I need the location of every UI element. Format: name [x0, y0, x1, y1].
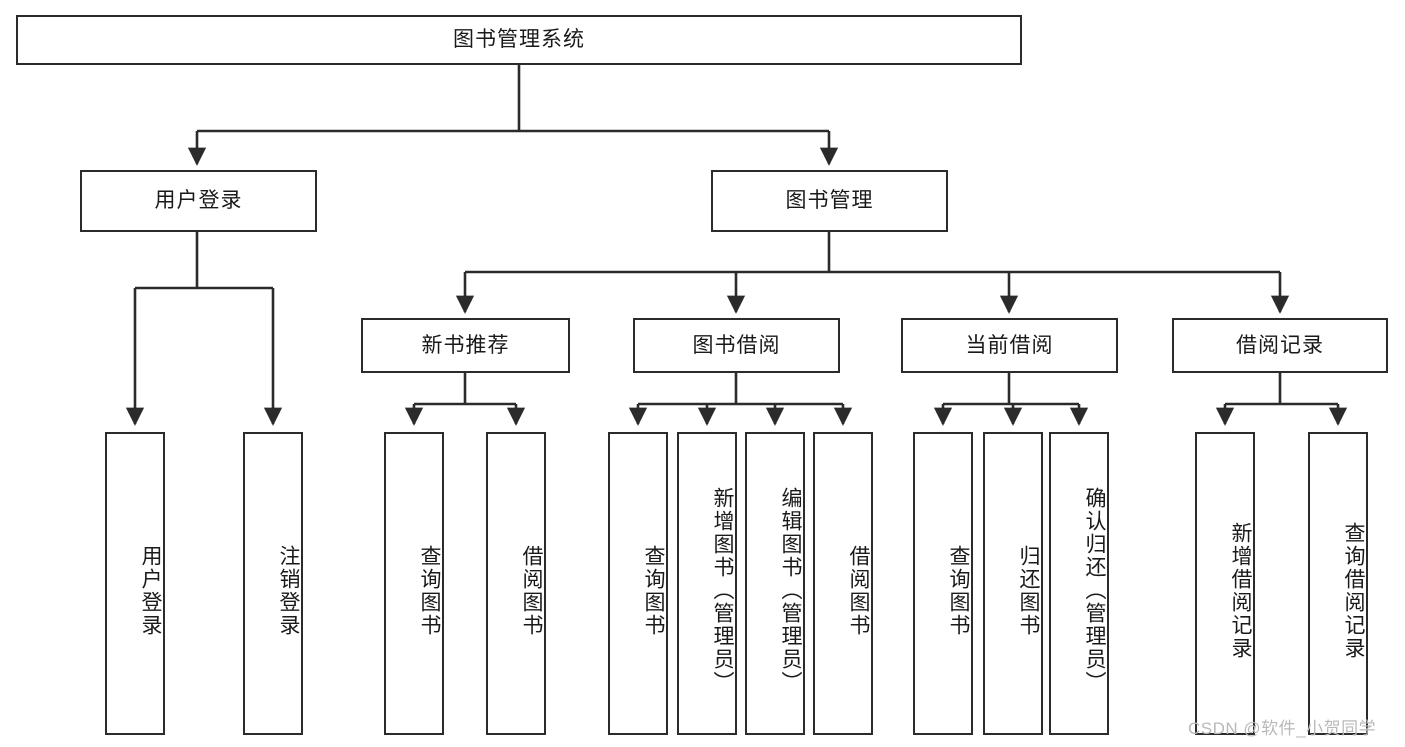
node-current-borrow[interactable]: 当前借阅 — [901, 318, 1118, 373]
leaf-borrow-query-book[interactable]: 查询图书 — [608, 432, 668, 735]
node-borrow-record[interactable]: 借阅记录 — [1172, 318, 1388, 373]
csdn-watermark: CSDN @软件_小贺同学 — [1188, 719, 1377, 738]
leaf-record-query-label: 查询借阅记录 — [1342, 521, 1365, 660]
leaf-borrow-edit-book-label: 编辑图书（管理员） — [779, 487, 802, 694]
node-new-book-recommend-label: 新书推荐 — [421, 333, 510, 357]
leaf-borrow-borrow-book-label: 借阅图书 — [847, 544, 870, 637]
leaf-current-return-book-label: 归还图书 — [1017, 544, 1040, 637]
node-root-label: 图书管理系统 — [453, 28, 585, 52]
leaf-current-confirm-return-label: 确认归还（管理员） — [1083, 487, 1106, 694]
node-root[interactable]: 图书管理系统 — [16, 15, 1022, 65]
node-borrow-record-label: 借阅记录 — [1236, 333, 1324, 357]
leaf-newbook-borrow-book[interactable]: 借阅图书 — [486, 432, 546, 735]
node-current-borrow-label: 当前借阅 — [965, 333, 1054, 357]
leaf-current-query-book-label: 查询图书 — [947, 544, 970, 637]
leaf-borrow-query-book-label: 查询图书 — [642, 544, 665, 637]
leaf-record-add[interactable]: 新增借阅记录 — [1195, 432, 1255, 735]
node-new-book-recommend[interactable]: 新书推荐 — [361, 318, 570, 373]
leaf-current-confirm-return[interactable]: 确认归还（管理员） — [1049, 432, 1109, 735]
node-book-manage[interactable]: 图书管理 — [711, 170, 948, 232]
leaf-record-query[interactable]: 查询借阅记录 — [1308, 432, 1368, 735]
leaf-user-login[interactable]: 用户登录 — [105, 432, 165, 735]
leaf-record-add-label: 新增借阅记录 — [1229, 521, 1252, 660]
leaf-borrow-borrow-book[interactable]: 借阅图书 — [813, 432, 873, 735]
node-book-manage-label: 图书管理 — [785, 189, 874, 213]
node-book-borrow-label: 图书借阅 — [692, 333, 781, 357]
leaf-logout[interactable]: 注销登录 — [243, 432, 303, 735]
leaf-current-return-book[interactable]: 归还图书 — [983, 432, 1043, 735]
node-book-borrow[interactable]: 图书借阅 — [633, 318, 840, 373]
leaf-newbook-query-book-label: 查询图书 — [418, 544, 441, 637]
leaf-borrow-edit-book[interactable]: 编辑图书（管理员） — [745, 432, 805, 735]
node-user-login[interactable]: 用户登录 — [80, 170, 317, 232]
leaf-newbook-query-book[interactable]: 查询图书 — [384, 432, 444, 735]
leaf-borrow-add-book-label: 新增图书（管理员） — [711, 487, 734, 694]
leaf-user-login-label: 用户登录 — [139, 544, 162, 637]
leaf-borrow-add-book[interactable]: 新增图书（管理员） — [677, 432, 737, 735]
leaf-current-query-book[interactable]: 查询图书 — [913, 432, 973, 735]
node-user-login-label: 用户登录 — [154, 189, 243, 213]
leaf-logout-label: 注销登录 — [277, 544, 300, 637]
leaf-newbook-borrow-book-label: 借阅图书 — [520, 544, 543, 637]
